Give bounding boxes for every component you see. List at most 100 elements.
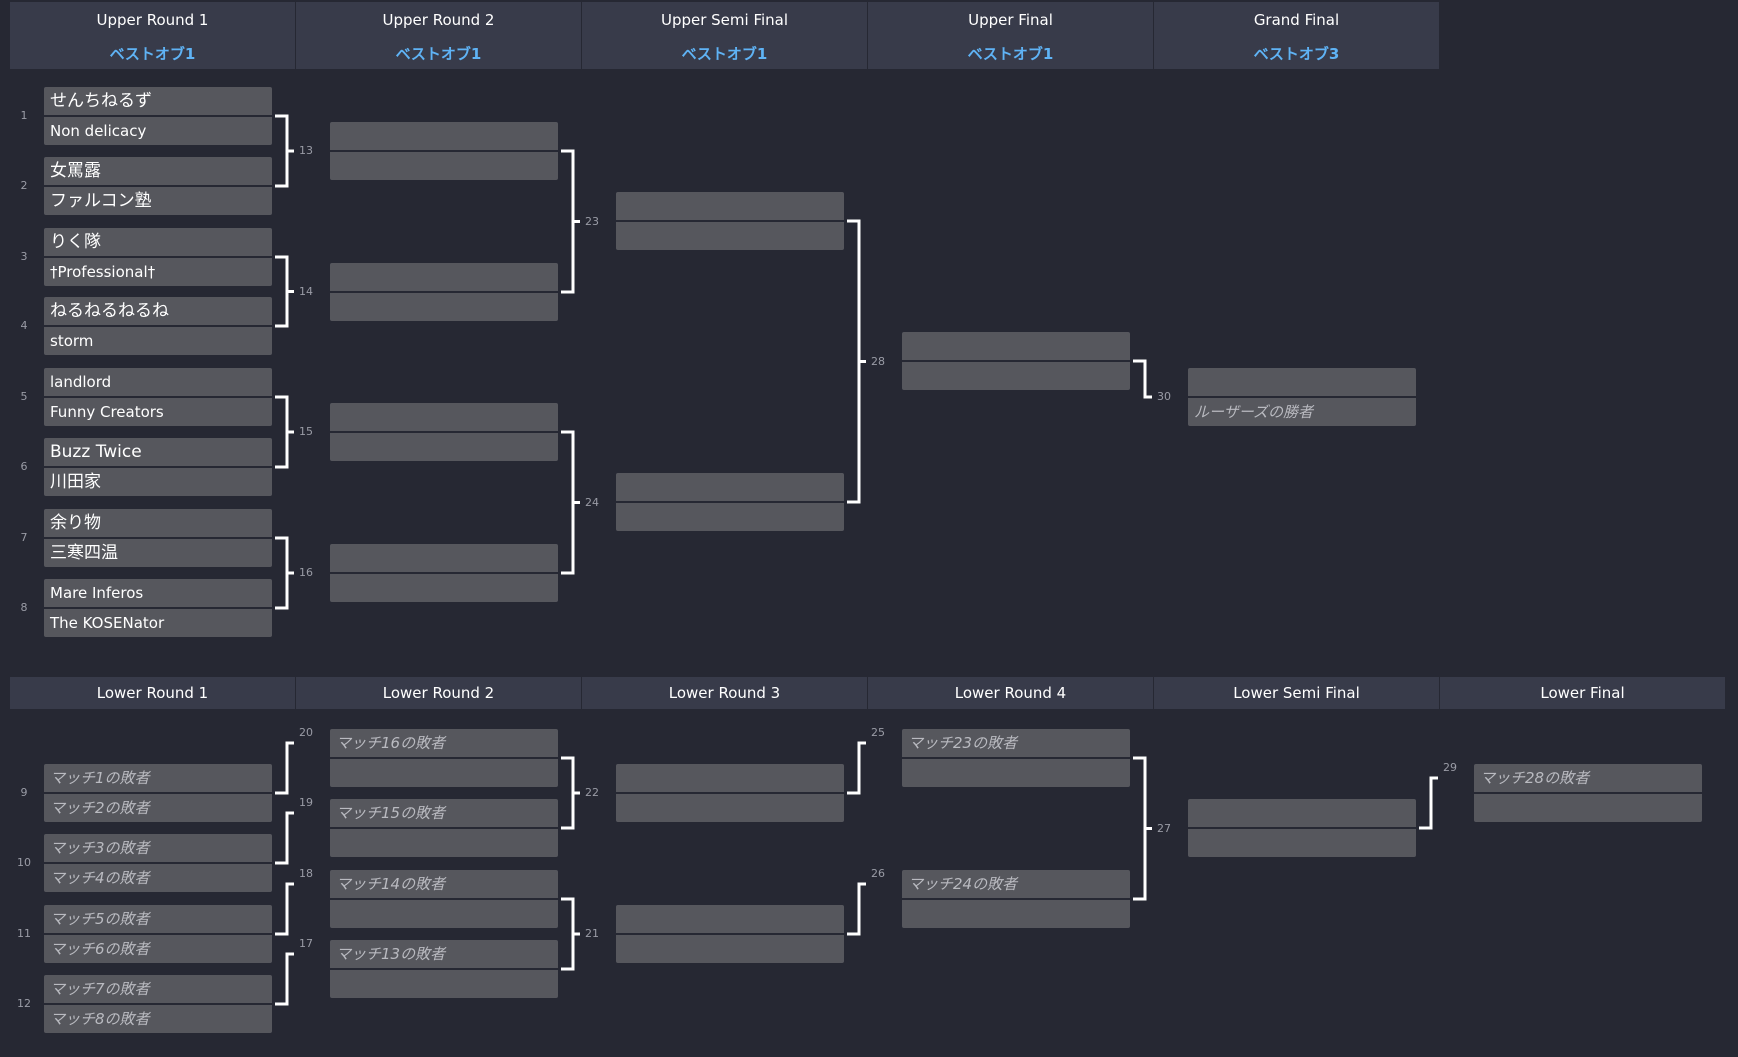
match-slot-top[interactable] [1188,799,1416,827]
match-16[interactable] [330,544,558,602]
match-slot-top[interactable]: マッチ7の敗者 [44,975,272,1003]
match-20[interactable]: マッチ16の敗者 [330,729,558,787]
match-29[interactable]: マッチ28の敗者 [1474,764,1702,822]
match-slot-top[interactable]: マッチ13の敗者 [330,940,558,968]
match-17[interactable]: マッチ13の敗者 [330,940,558,998]
match-slot-top[interactable] [616,473,844,501]
match-slot-top[interactable]: せんちねるず [44,87,272,115]
match-slot-bottom[interactable]: ファルコン塾 [44,187,272,215]
match-slot-bottom[interactable]: Non delicacy [44,117,272,145]
match-slot-top[interactable]: マッチ28の敗者 [1474,764,1702,792]
best-of-label[interactable]: ベストオブ1 [395,45,482,63]
seed-number: 2 [20,179,28,192]
match-slot-bottom[interactable] [330,574,558,602]
match-slot-top[interactable]: マッチ15の敗者 [330,799,558,827]
match-slot-bottom[interactable] [616,794,844,822]
match-27[interactable] [1188,799,1416,857]
match-slot-bottom[interactable] [330,433,558,461]
match-slot-bottom[interactable] [330,970,558,998]
match-slot-top[interactable] [330,403,558,431]
match-slot-bottom[interactable] [1474,794,1702,822]
round-name: Lower Final [1540,684,1625,702]
match-slot-top[interactable]: マッチ14の敗者 [330,870,558,898]
match-slot-top[interactable]: マッチ1の敗者 [44,764,272,792]
best-of-label[interactable]: ベストオブ1 [967,45,1054,63]
best-of-label[interactable]: ベストオブ3 [1253,45,1340,63]
match-slot-top[interactable] [902,332,1130,360]
match-slot-top[interactable]: 女罵露 [44,157,272,185]
match-slot-bottom[interactable]: ルーザーズの勝者 [1188,398,1416,426]
match-7[interactable]: 余り物三寒四温 [44,509,272,567]
match-slot-top[interactable]: マッチ3の敗者 [44,834,272,862]
match-9[interactable]: マッチ1の敗者マッチ2の敗者 [44,764,272,822]
match-slot-bottom[interactable] [330,829,558,857]
match-slot-bottom[interactable] [1188,829,1416,857]
match-slot-top[interactable] [1188,368,1416,396]
match-slot-bottom[interactable] [330,293,558,321]
match-15[interactable] [330,403,558,461]
match-slot-top[interactable] [616,764,844,792]
match-slot-top[interactable]: 余り物 [44,509,272,537]
match-slot-bottom[interactable]: 川田家 [44,468,272,496]
match-slot-bottom[interactable]: マッチ2の敗者 [44,794,272,822]
match-slot-top[interactable] [330,263,558,291]
match-slot-bottom[interactable] [616,222,844,250]
match-11[interactable]: マッチ5の敗者マッチ6の敗者 [44,905,272,963]
match-12[interactable]: マッチ7の敗者マッチ8の敗者 [44,975,272,1033]
match-26[interactable]: マッチ24の敗者 [902,870,1130,928]
match-14[interactable] [330,263,558,321]
match-3[interactable]: りく隊†Professional† [44,228,272,286]
match-2[interactable]: 女罵露ファルコン塾 [44,157,272,215]
round-name: Upper Final [968,11,1053,29]
match-slot-top[interactable]: マッチ16の敗者 [330,729,558,757]
match-slot-top[interactable] [616,905,844,933]
match-22[interactable] [616,764,844,822]
match-slot-top[interactable]: マッチ24の敗者 [902,870,1130,898]
match-slot-bottom[interactable] [330,900,558,928]
match-slot-bottom[interactable]: Funny Creators [44,398,272,426]
match-slot-bottom[interactable] [330,152,558,180]
match-slot-top[interactable] [330,122,558,150]
match-slot-top[interactable]: ねるねるねるね [44,297,272,325]
match-slot-bottom[interactable]: 三寒四温 [44,539,272,567]
match-slot-bottom[interactable] [902,362,1130,390]
match-slot-top[interactable]: Buzz Twice [44,438,272,466]
match-24[interactable] [616,473,844,531]
match-slot-bottom[interactable] [902,900,1130,928]
match-slot-top[interactable]: マッチ5の敗者 [44,905,272,933]
best-of-label[interactable]: ベストオブ1 [681,45,768,63]
match-slot-bottom[interactable]: †Professional† [44,258,272,286]
connector-20 [275,741,294,795]
match-slot-top[interactable] [616,192,844,220]
match-28[interactable] [902,332,1130,390]
match-slot-top[interactable]: Mare Inferos [44,579,272,607]
match-slot-top[interactable]: マッチ23の敗者 [902,729,1130,757]
match-slot-bottom[interactable]: マッチ6の敗者 [44,935,272,963]
match-19[interactable]: マッチ15の敗者 [330,799,558,857]
match-slot-bottom[interactable]: マッチ4の敗者 [44,864,272,892]
best-of-label[interactable]: ベストオブ1 [109,45,196,63]
match-slot-top[interactable]: りく隊 [44,228,272,256]
match-slot-bottom[interactable]: storm [44,327,272,355]
match-25[interactable]: マッチ23の敗者 [902,729,1130,787]
match-10[interactable]: マッチ3の敗者マッチ4の敗者 [44,834,272,892]
match-slot-bottom[interactable] [330,759,558,787]
match-slot-top[interactable]: landlord [44,368,272,396]
match-23[interactable] [616,192,844,250]
match-21[interactable] [616,905,844,963]
match-30[interactable]: ルーザーズの勝者 [1188,368,1416,426]
round-name: Lower Round 1 [96,684,209,702]
match-slot-bottom[interactable] [902,759,1130,787]
match-slot-bottom[interactable]: The KOSENator [44,609,272,637]
match-18[interactable]: マッチ14の敗者 [330,870,558,928]
match-slot-bottom[interactable] [616,935,844,963]
match-slot-top[interactable] [330,544,558,572]
match-slot-bottom[interactable] [616,503,844,531]
match-13[interactable] [330,122,558,180]
match-slot-bottom[interactable]: マッチ8の敗者 [44,1005,272,1033]
